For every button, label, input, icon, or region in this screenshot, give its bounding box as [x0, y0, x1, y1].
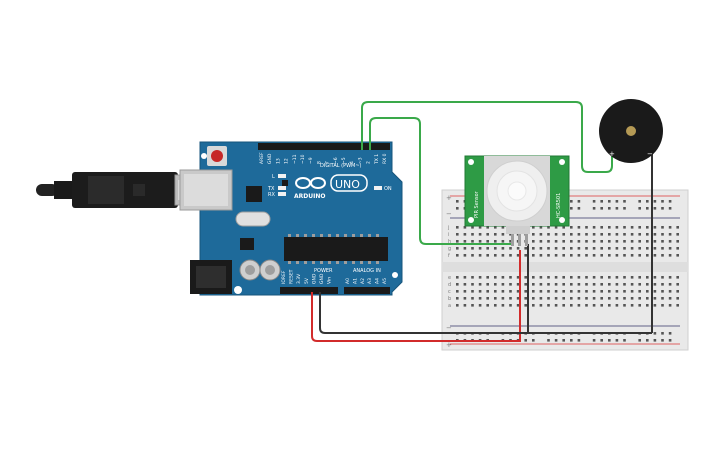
uno-badge	[330, 174, 368, 192]
power-pin-label: IOREF	[281, 270, 287, 284]
digital-pin-label: 12	[284, 158, 290, 164]
power-pin-label: RESET	[289, 269, 295, 284]
digital-pin-label: ~11	[292, 154, 298, 164]
analog-pin-label: A3	[367, 278, 373, 284]
row-letter: i	[448, 232, 449, 238]
pir-model-label: HC-SR501	[556, 193, 562, 218]
digital-pin-label: 8	[316, 161, 322, 164]
analog-header-label: ANALOG IN	[353, 268, 381, 274]
power-pin-label: GND	[319, 273, 325, 284]
digital-header-label: DIGITAL (PWM~)	[320, 163, 362, 169]
digital-pin-label: 13	[275, 158, 281, 164]
row-letter: e	[448, 275, 451, 281]
power-header[interactable]	[280, 287, 338, 294]
wire-black-gnd[interactable]	[319, 292, 652, 334]
digital-pin-label: ~9	[308, 157, 314, 164]
power-pin-label: 3.3V	[296, 273, 302, 284]
buzzer-plus-label: +	[609, 150, 615, 158]
row-letter: a	[448, 303, 451, 309]
analog-header[interactable]	[344, 287, 390, 294]
digital-header[interactable]	[258, 143, 390, 150]
power-header-label: POWER	[314, 268, 333, 274]
crystal-oscillator	[235, 211, 271, 227]
row-letter: j	[447, 225, 449, 231]
rail-minus-label: −	[446, 210, 452, 218]
power-pin-label: GND	[311, 273, 317, 284]
row-letter: b	[448, 296, 451, 302]
digital-pin-label: 7	[325, 161, 331, 164]
power-pin-label: Vin	[327, 277, 333, 284]
led-tx-label: TX	[267, 186, 275, 192]
analog-pin-label: A2	[360, 278, 366, 284]
wire-green-pir[interactable]	[369, 117, 514, 245]
pir-sensor[interactable]: HC-SR501 PIR Sensor	[464, 155, 570, 246]
wire-green-buzzer[interactable]	[361, 101, 613, 173]
analog-pin-label: A1	[352, 278, 358, 284]
digital-pin-label: ~6	[333, 157, 339, 164]
digital-pin-label: ~10	[300, 154, 306, 164]
row-letter: d	[448, 282, 451, 288]
piezo-buzzer[interactable]: + −	[599, 99, 663, 163]
digital-pin-label: RX 0	[382, 153, 388, 164]
wire-red-5v[interactable]	[311, 250, 521, 342]
digital-pin-label: 4	[349, 161, 355, 164]
usb-cable[interactable]	[36, 172, 198, 208]
row-letter: c	[448, 289, 451, 295]
digital-pin-label: AREF	[259, 152, 265, 164]
analog-pin-label: A4	[375, 278, 381, 284]
digital-pin-label: 2	[366, 161, 372, 164]
row-letter: h	[448, 239, 451, 245]
buzzer-minus-label: −	[647, 150, 653, 158]
rail-minus-label-bottom: −	[446, 324, 452, 332]
row-letter: g	[448, 246, 451, 252]
analog-pin-label: A5	[382, 278, 388, 284]
digital-pin-label: TX 1	[374, 154, 380, 165]
on-label: ON	[384, 186, 392, 192]
led-rx-label: RX	[268, 192, 275, 198]
digital-pin-label: ~3	[357, 157, 363, 164]
pir-side-label: PIR Sensor	[474, 190, 480, 218]
digital-pin-label: ~5	[341, 157, 347, 164]
rail-plus-label: +	[446, 194, 452, 202]
power-pin-label: 5V	[304, 277, 310, 284]
led-l-label: L	[272, 174, 275, 180]
arduino-logo	[295, 177, 326, 189]
reset-button[interactable]	[211, 150, 223, 162]
uno-text: UNO	[335, 178, 360, 191]
analog-pin-label: A0	[345, 278, 351, 284]
rail-plus-label-bottom: +	[446, 341, 452, 349]
atmega-chip	[284, 237, 388, 261]
arduino-brand-text: ARDUINO	[294, 193, 325, 200]
row-letter: f	[448, 253, 450, 259]
digital-pin-label: GND	[267, 153, 273, 164]
wires[interactable]	[311, 101, 653, 342]
